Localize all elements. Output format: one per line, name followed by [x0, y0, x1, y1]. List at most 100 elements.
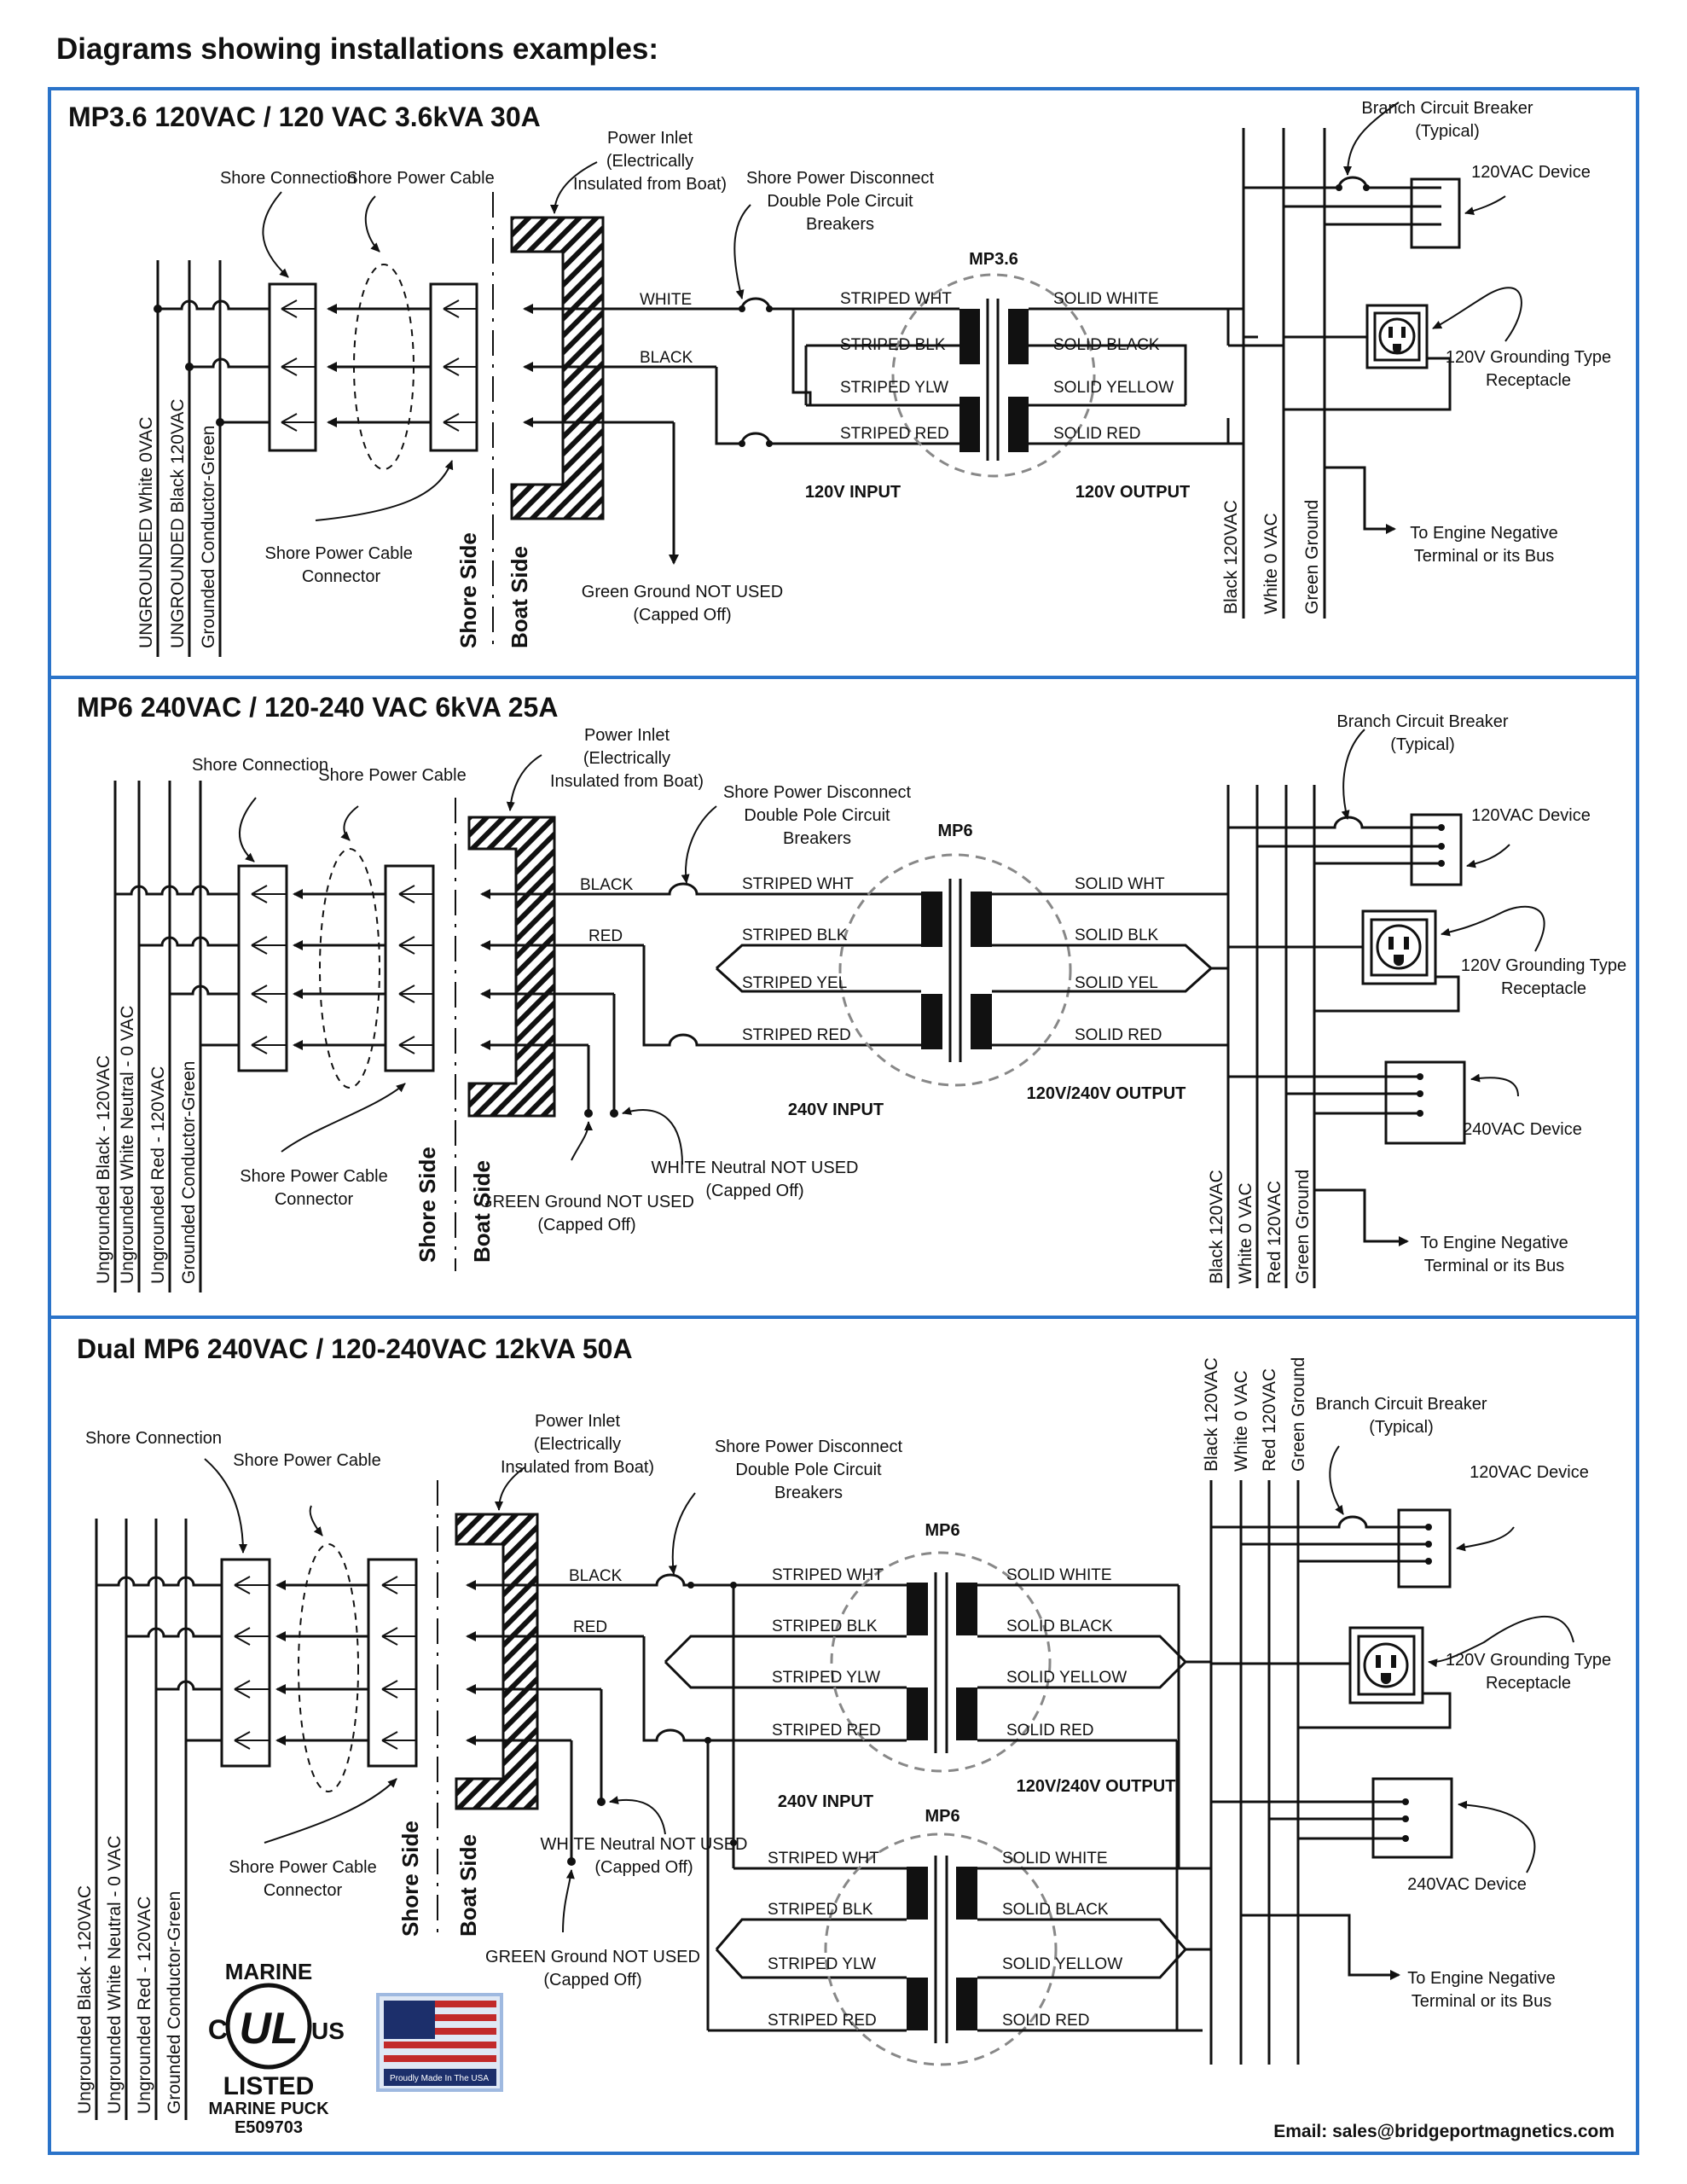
green-ground-label: GREEN Ground NOT USED(Capped Off) — [485, 1948, 700, 1989]
shore-power-cable-label: Shore Power Cable — [318, 766, 466, 785]
device-label: MP6 — [937, 822, 972, 840]
shore-connection-box — [237, 864, 288, 1072]
label-line: (Typical) — [1415, 122, 1480, 141]
label-line: Breakers — [783, 829, 851, 848]
label-line: (Electrically — [583, 749, 670, 768]
bus-label: Green Ground — [1302, 500, 1322, 614]
tap-label: STRIPED RED — [768, 2012, 877, 2030]
label-line: Connector — [264, 1881, 343, 1900]
breaker-label: Branch Circuit Breaker(Typical) — [1361, 99, 1533, 141]
panel-heading: Dual MP6 240VAC / 120-240VAC 12kVA 50A — [77, 1333, 633, 1364]
boat-bus: Black 120VAC White 0 VAC Red 120VAC Gree… — [1175, 1357, 1308, 2065]
usa-flag-logo: Proudly Made In The USA — [376, 1993, 503, 2092]
label-line: (Capped Off) — [543, 1971, 641, 1989]
shore-power-cable-label: Shore Power Cable — [346, 169, 494, 188]
email[interactable]: Email: sales@bridgeportmagnetics.com — [1273, 2122, 1615, 2141]
line-label-red: RED — [573, 1618, 607, 1636]
device-120-label: 120VAC Device — [1471, 163, 1591, 182]
label-line: (Capped Off) — [594, 1858, 693, 1877]
tap-label: STRIPED YLW — [840, 379, 948, 397]
output-label: 120V OUTPUT — [1075, 483, 1190, 502]
tap-label: SOLID BLACK — [1002, 1901, 1109, 1919]
inlet-arrows — [480, 889, 644, 1050]
label-line: Double Pole Circuit — [744, 806, 890, 825]
transformer-mp6-a: MP6 — [664, 1521, 1187, 1773]
device-240vac — [1384, 1060, 1466, 1145]
boat-side-label: Boat Side — [507, 546, 532, 648]
input-taps: STRIPED WHT STRIPED BLK STRIPED YLW STRI… — [840, 290, 952, 443]
label-line: Connector — [275, 1190, 354, 1209]
tap-label: SOLID RED — [1053, 425, 1140, 443]
green-ground-label: GREEN Ground NOT USED(Capped Off) — [479, 1193, 694, 1234]
label-line: Breakers — [806, 215, 874, 234]
tap-label: STRIPED YLW — [772, 1669, 880, 1687]
input-label: 240V INPUT — [778, 1792, 873, 1811]
tap-label: SOLID WHITE — [1053, 290, 1159, 308]
tap-label: STRIPED RED — [772, 1722, 881, 1740]
tap-label: SOLID BLK — [1075, 926, 1159, 944]
device-label: MP3.6 — [969, 250, 1018, 269]
tap-label: STRIPED BLK — [768, 1901, 873, 1919]
input-label: 120V INPUT — [805, 483, 901, 502]
shore-wire-label: Ungrounded Red - 120VAC — [135, 1896, 154, 2114]
power-inlet — [510, 216, 605, 520]
tap-label: STRIPED WHT — [772, 1566, 884, 1584]
device-240-label: 240VAC Device — [1463, 1120, 1582, 1139]
shore-side-label: Shore Side — [455, 532, 481, 648]
boat-side-label: Boat Side — [469, 1160, 495, 1263]
shore-wire-label: Grounded Conductor-Green — [179, 1061, 199, 1285]
output-taps-b: SOLID WHITE SOLID BLACK SOLID YELLOW SOL… — [1002, 1850, 1122, 2030]
shore-side-label: Shore Side — [397, 1821, 423, 1937]
transformer-mp3-6: MP3.6 — [791, 250, 1241, 478]
shore-power-cable — [298, 1543, 359, 1792]
device-label: MP6 — [925, 1807, 959, 1826]
cable-connector-box — [367, 1558, 418, 1768]
tap-label: SOLID RED — [1002, 2012, 1089, 2030]
device-label: MP6 — [925, 1521, 959, 1540]
ul-text: UL — [239, 2004, 298, 2053]
panel-heading: MP3.6 120VAC / 120 VAC 3.6kVA 30A — [68, 102, 541, 132]
shore-wire-label: UNGROUNDED Black 120VAC — [168, 398, 188, 648]
tap-label: SOLID YELLOW — [1006, 1669, 1127, 1687]
ul-line1-text: MARINE PUCK — [208, 2100, 329, 2118]
cable-arrows — [293, 889, 397, 1050]
tap-label: STRIPED BLK — [742, 926, 848, 944]
shore-connection-label: Shore Connection — [192, 756, 328, 775]
device-120vac — [1410, 813, 1463, 886]
label-line: Receptacle — [1486, 371, 1571, 390]
output-label: 120V/240V OUTPUT — [1027, 1084, 1186, 1103]
tap-label: STRIPED BLK — [840, 336, 946, 354]
white-neutral-label: WHITE Neutral NOT USED(Capped Off) — [541, 1835, 748, 1877]
label-line: (Capped Off) — [705, 1182, 803, 1200]
label-line: (Typical) — [1390, 735, 1455, 754]
panel-mp6: MP6 240VAC / 120-240 VAC 6kVA 25A Ungrou… — [48, 676, 1639, 1319]
device-120vac — [1410, 177, 1461, 249]
output-taps: SOLID WHITE SOLID BLACK SOLID YELLOW SOL… — [1053, 290, 1174, 443]
tap-label: SOLID WHITE — [1002, 1850, 1108, 1867]
input-taps: STRIPED WHT STRIPED BLK STRIPED YEL STRI… — [742, 875, 854, 1044]
ul-us-text: US — [311, 2018, 345, 2044]
white-neutral-label: WHITE Neutral NOT USED(Capped Off) — [652, 1159, 859, 1200]
green-ground-label: Green Ground NOT USED(Capped Off) — [582, 583, 783, 624]
label-line: Insulated from Boat) — [573, 175, 727, 194]
shore-connection-box — [220, 1558, 271, 1768]
label-line: (Electrically — [534, 1435, 621, 1454]
tap-label: STRIPED YLW — [768, 1955, 876, 1973]
label-line: Receptacle — [1486, 1674, 1571, 1693]
tap-label: SOLID YELLOW — [1002, 1955, 1122, 1973]
transformer-mp6: MP6 — [715, 822, 1228, 1087]
output-taps-a: SOLID WHITE SOLID BLACK SOLID YELLOW SOL… — [1006, 1566, 1127, 1740]
tap-label: STRIPED YEL — [742, 974, 847, 992]
device-240-label: 240VAC Device — [1407, 1875, 1527, 1894]
shore-wire-label: Ungrounded White Neutral - 0 VAC — [118, 1006, 137, 1284]
shore-power-cable — [319, 848, 380, 1089]
breaker-label: Branch Circuit Breaker(Typical) — [1315, 1395, 1487, 1437]
